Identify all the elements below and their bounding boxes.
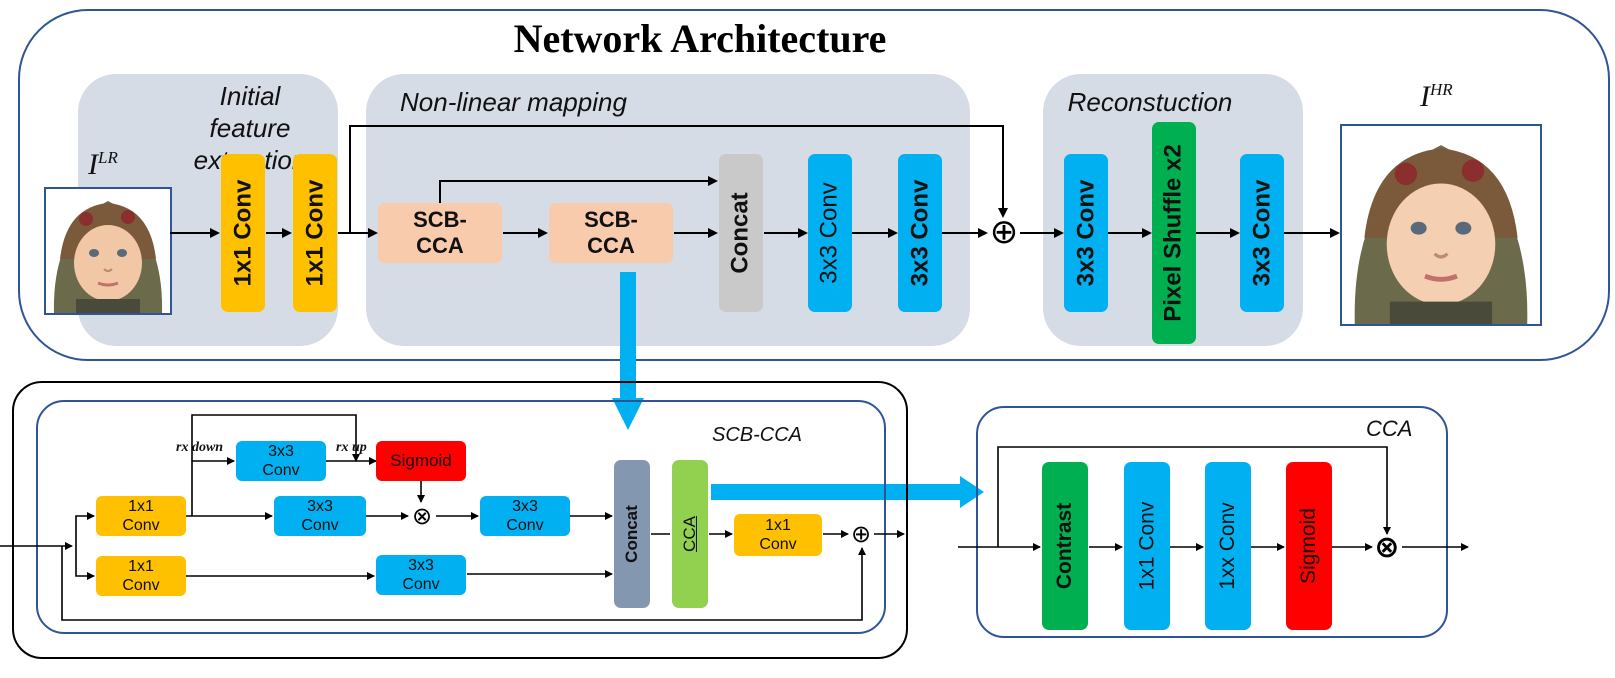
scb-cca-block: CCA [672,460,708,608]
diagram-title: Network Architecture [513,16,887,61]
scb-conv-3x3-top: 3x3 Conv [236,441,326,481]
baby-face-illustration-large [1342,126,1540,324]
scb-conv-3x3-after: 3x3 Conv [480,496,570,536]
scb-cca-inner-frame [36,400,886,634]
cca-conv-1x1: 1x1 Conv [1124,462,1170,630]
conv-block-1x1-b: 1x1 Conv [293,154,337,312]
scb-sigmoid: Sigmoid [376,441,466,481]
pixel-shuffle-block: Pixel Shuffle x2 [1152,122,1196,344]
rx-down-label: rx down [176,440,224,455]
input-image-label: ILR [88,148,118,181]
rx-up-label: rx up [336,440,367,455]
scb-cca-block-1: SCB- CCA [378,203,502,263]
scb-conv-1x1-b: 1x1 Conv [96,556,186,596]
baby-face-illustration-small [46,189,170,313]
scb-conv-1x1-out: 1x1 Conv [734,514,822,556]
section-label-reconstruction: Reconstuction [1067,87,1233,117]
cca-contrast-block: Contrast [1042,462,1088,630]
conv-block-3x3-c: 3x3 Conv [1064,154,1108,312]
scb-cca-title: SCB-CCA [712,424,803,446]
conv-block-3x3-b: 3x3 Conv [898,154,942,312]
cca-multiply-symbol: ⊗ [1374,530,1400,565]
scb-cca-block-2: SCB- CCA [549,203,673,263]
residual-add-symbol: ⊕ [989,212,1019,252]
scb-conv-1x1-a: 1x1 Conv [96,496,186,536]
network-architecture-frame [18,9,1610,361]
scb-cca-outer-frame [12,381,908,659]
scb-conv-3x3-mid: 3x3 Conv [274,496,366,536]
cca-title: CCA [1366,416,1413,441]
scb-add-symbol: ⊕ [850,520,872,548]
section-label-nonlinear: Non-linear mapping [400,87,627,117]
cca-conv-1xx: 1xx Conv [1205,462,1251,630]
cca-frame [976,406,1448,638]
scb-concat-block: Concat [614,460,650,608]
conv-block-1x1-a: 1x1 Conv [221,154,265,312]
conv-block-3x3-d: 3x3 Conv [1240,154,1284,312]
output-hr-image [1340,124,1542,326]
input-lr-image [44,187,172,315]
concat-block: Concat [719,154,763,312]
output-image-label: IHR [1420,80,1453,113]
scb-conv-3x3-bottom: 3x3 Conv [376,555,466,595]
scb-multiply-symbol: ⊗ [411,502,433,530]
cca-sigmoid-block: Sigmoid [1286,462,1332,630]
conv-block-3x3-a: 3x3 Conv [808,154,852,312]
